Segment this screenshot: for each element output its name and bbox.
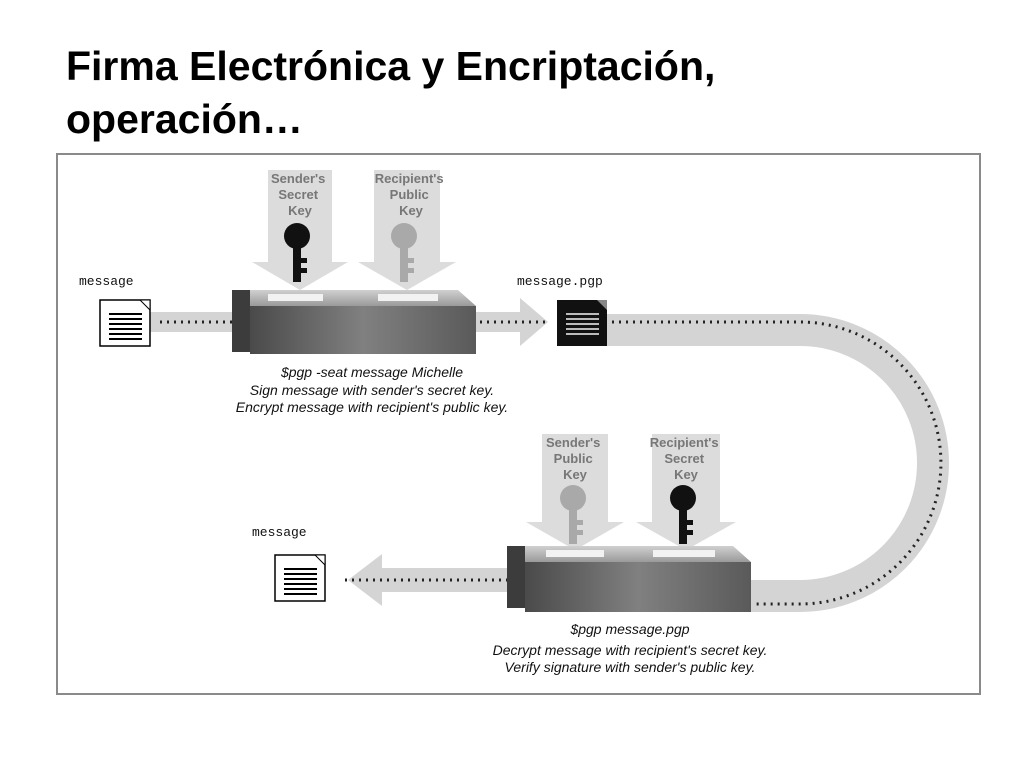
decrypt-key-right-label: Recipient's Secret Key [650, 435, 722, 482]
encrypt-box [232, 290, 476, 354]
title-line-2: operación… [66, 96, 303, 142]
decrypt-command: $pgp message.pgp [569, 621, 689, 637]
encrypt-command: $pgp -seat message Michelle [280, 364, 463, 380]
title-line-1: Firma Electrónica y Encriptación, [66, 43, 716, 89]
encrypt-caption-1: Sign message with sender's secret key. [250, 382, 494, 398]
decrypt-output-arrow [348, 554, 520, 606]
decrypt-caption-1: Decrypt message with recipient's secret … [493, 642, 768, 658]
decrypt-caption-2: Verify signature with sender's public ke… [505, 659, 756, 675]
encrypt-key-right-label: Recipient's Public Key [375, 171, 447, 218]
decrypt-key-left-label: Sender's Public Key [546, 435, 604, 482]
message-document-icon [99, 299, 151, 347]
encrypt-input-label: message [79, 274, 134, 289]
decrypt-box [507, 546, 751, 612]
decrypted-document-icon [274, 554, 326, 602]
encrypted-document-icon [557, 300, 607, 346]
encrypt-key-left-label: Sender's Secret Key [271, 171, 329, 218]
curve-arrow [600, 314, 949, 612]
encrypt-output-label: message.pgp [517, 274, 603, 289]
slide-title: Firma Electrónica y Encriptación, operac… [66, 40, 966, 146]
diagram-frame [56, 153, 981, 695]
decrypt-output-label: message [252, 525, 307, 540]
encrypt-caption-2: Encrypt message with recipient's public … [236, 399, 508, 415]
